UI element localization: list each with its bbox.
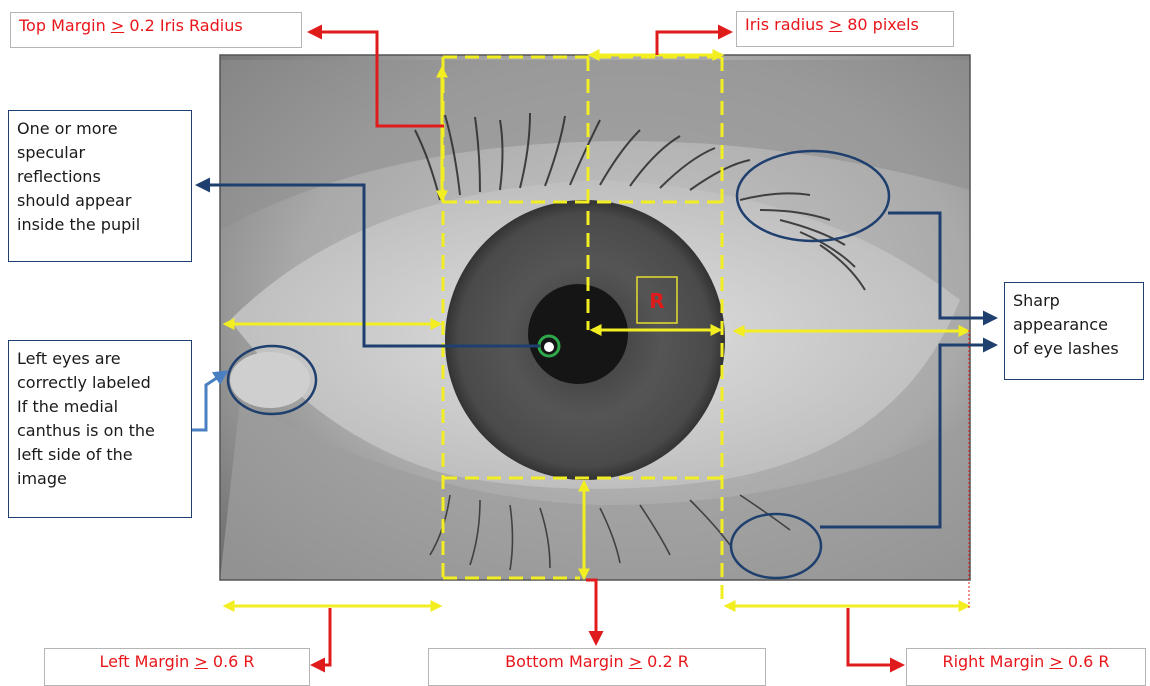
bottom-margin-label: Bottom Margin > 0.2 R — [428, 648, 766, 686]
eye-photo — [220, 55, 970, 580]
eye-lashes-note: Sharp appearance of eye lashes — [1004, 282, 1144, 380]
radius-marker: R — [649, 289, 664, 313]
top-margin-label: Top Margin > 0.2 Iris Radius — [10, 12, 302, 48]
specular-note: One or more specular reflections should … — [8, 110, 192, 262]
pupil — [528, 284, 628, 384]
right-margin-label: Right Margin > 0.6 R — [906, 648, 1146, 686]
left-margin-label: Left Margin > 0.6 R — [44, 648, 310, 686]
left-eye-note: Left eyes are correctly labeled If the m… — [8, 340, 192, 518]
iris-radius-label: Iris radius > 80 pixels — [736, 11, 954, 47]
